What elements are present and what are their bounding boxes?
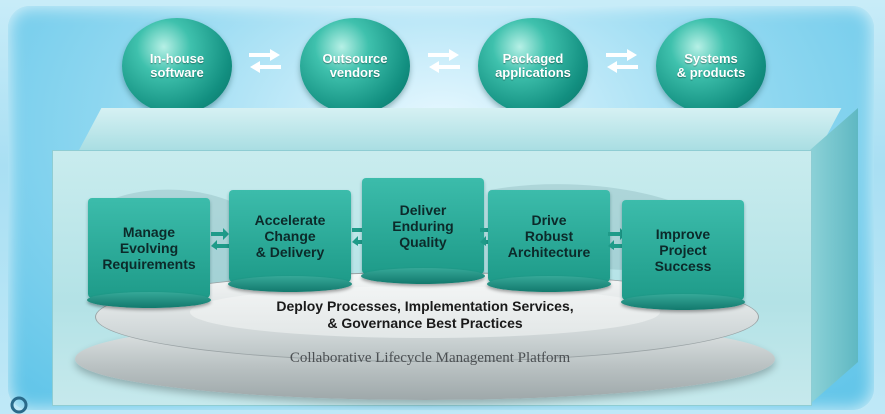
node-label: Outsource vendors	[322, 51, 388, 80]
step-disc	[361, 268, 485, 284]
step-label: Accelerate Change & Delivery	[254, 212, 326, 260]
step-disc	[621, 294, 745, 310]
platform-label: Collaborative Lifecycle Management Platf…	[289, 350, 571, 366]
step-disc	[487, 276, 611, 292]
swap-arrows-icon	[209, 226, 231, 250]
step-drive-architecture: Drive Robust Architecture	[488, 190, 610, 282]
step-label: Drive Robust Architecture	[507, 212, 591, 260]
step-improve-project: Improve Project Success	[622, 200, 744, 300]
node-label: Packaged applications	[495, 51, 571, 80]
platform-inner	[190, 286, 660, 338]
step-deliver-quality: Deliver Enduring Quality	[362, 178, 484, 274]
node-packaged-applications: Packaged applications	[478, 18, 588, 114]
step-label: Deliver Enduring Quality	[392, 202, 454, 250]
swap-arrows-icon	[606, 226, 628, 250]
node-outsource-vendors: Outsource vendors	[300, 18, 410, 114]
corner-mark-icon	[10, 396, 28, 414]
step-label: Improve Project Success	[654, 226, 712, 274]
node-label: In-house software	[149, 51, 205, 80]
double-arrow-icon	[425, 46, 463, 76]
step-disc	[228, 276, 352, 292]
block-side-face	[810, 108, 858, 404]
platform-services-text: Deploy Processes, Implementation Service…	[276, 298, 574, 331]
step-disc	[87, 292, 211, 308]
step-manage-requirements: Manage Evolving Requirements	[88, 198, 210, 298]
step-accelerate-change: Accelerate Change & Delivery	[229, 190, 351, 282]
node-label: Systems & products	[676, 51, 746, 80]
block-top-face	[78, 108, 842, 152]
node-systems-products: Systems & products	[656, 18, 766, 114]
node-in-house-software: In-house software	[122, 18, 232, 114]
double-arrow-icon	[603, 46, 641, 76]
double-arrow-icon	[246, 46, 284, 76]
step-label: Manage Evolving Requirements	[102, 224, 196, 272]
